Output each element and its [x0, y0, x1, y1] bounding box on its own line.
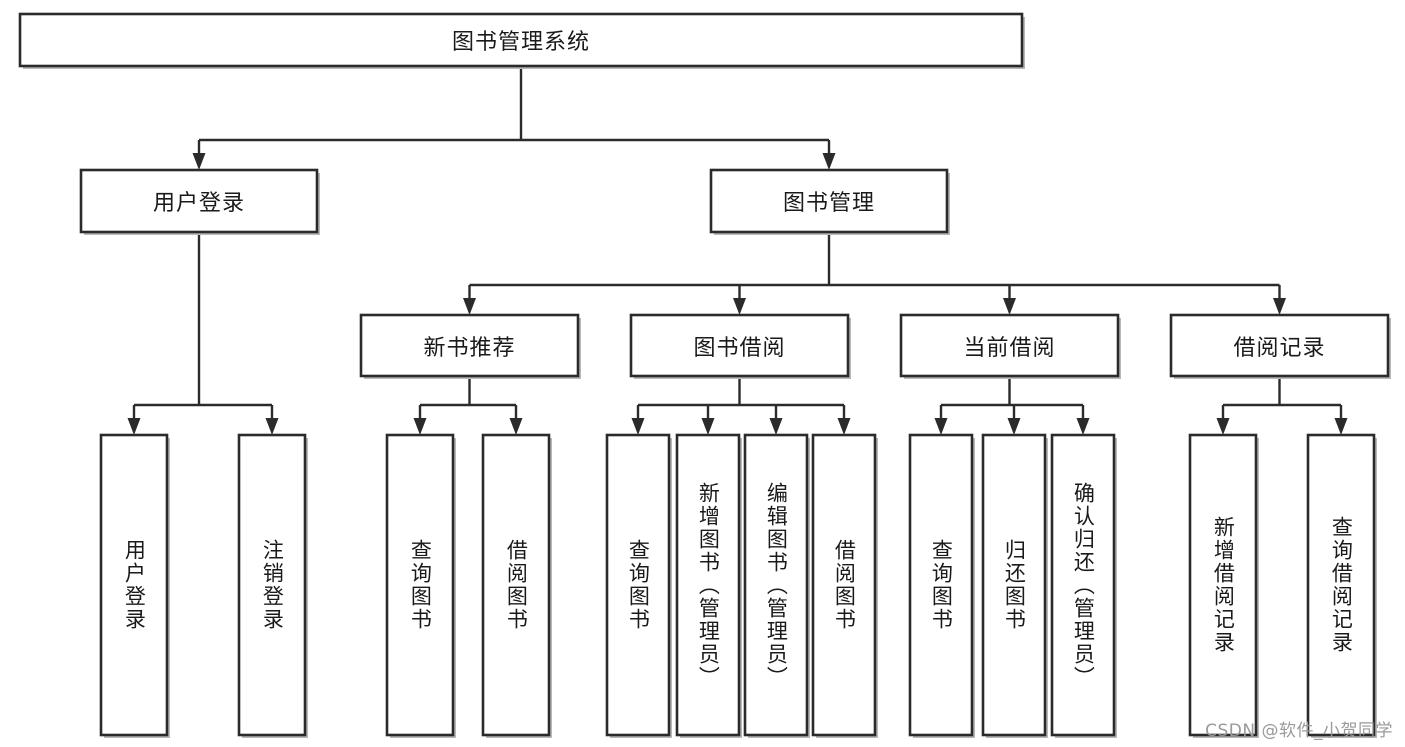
node-borrow-record[interactable] [1169, 313, 1391, 379]
node-box[interactable] [1188, 433, 1258, 737]
node-box[interactable] [1169, 313, 1390, 378]
node-leaf-borrow-book-rec[interactable] [481, 433, 552, 738]
node-box[interactable] [237, 433, 307, 737]
node-box[interactable] [481, 433, 551, 737]
node-box[interactable] [899, 313, 1120, 378]
connector-group-borrow-record [1216, 376, 1348, 435]
arrow-head-icon [1273, 298, 1286, 315]
node-leaf-query-book-rec[interactable] [385, 433, 456, 738]
node-box[interactable] [359, 313, 580, 378]
node-root[interactable] [18, 12, 1025, 69]
node-new-book-rec[interactable] [359, 313, 581, 379]
arrow-head-icon [822, 153, 836, 170]
node-box[interactable] [1050, 433, 1116, 737]
arrow-head-icon [127, 418, 141, 435]
arrow-head-icon [631, 418, 645, 435]
node-box[interactable] [99, 433, 169, 737]
node-leaf-user-login[interactable] [99, 433, 170, 738]
node-leaf-query-book-borrow[interactable] [605, 433, 672, 738]
connector-group-book-borrow [631, 376, 851, 435]
connectors-layer [127, 66, 1348, 435]
node-box[interactable] [743, 433, 809, 737]
node-box[interactable] [79, 168, 319, 234]
arrow-head-icon [934, 418, 948, 435]
node-user-login[interactable] [79, 168, 320, 235]
arrow-head-icon [192, 153, 206, 170]
node-leaf-user-logout[interactable] [237, 433, 308, 738]
arrow-head-icon [1334, 418, 1348, 435]
node-book-borrow[interactable] [629, 313, 851, 379]
node-box[interactable] [675, 433, 741, 737]
nodes-layer [18, 12, 1391, 738]
connector-group-root [192, 66, 836, 170]
node-box[interactable] [1306, 433, 1376, 737]
node-leaf-borrow-book[interactable] [811, 433, 878, 738]
node-box[interactable] [981, 433, 1047, 737]
arrow-head-icon [509, 418, 523, 435]
node-box[interactable] [629, 313, 850, 378]
node-box[interactable] [605, 433, 671, 737]
connector-group-user-login [127, 232, 279, 435]
node-leaf-return-book[interactable] [981, 433, 1048, 738]
node-leaf-add-record[interactable] [1188, 433, 1259, 738]
arrow-head-icon [1007, 418, 1021, 435]
arrow-head-icon [701, 418, 715, 435]
node-leaf-add-book[interactable] [675, 433, 742, 738]
node-box[interactable] [811, 433, 877, 737]
connector-group-current-borrow [934, 376, 1090, 435]
node-box[interactable] [908, 433, 974, 737]
arrow-head-icon [733, 298, 746, 315]
arrow-head-icon [1216, 418, 1230, 435]
arrow-head-icon [463, 298, 476, 315]
arrow-head-icon [769, 418, 783, 435]
node-leaf-query-record[interactable] [1306, 433, 1377, 738]
node-current-borrow[interactable] [899, 313, 1121, 379]
node-box[interactable] [385, 433, 455, 737]
node-leaf-query-book-current[interactable] [908, 433, 975, 738]
node-box[interactable] [18, 12, 1024, 68]
arrow-head-icon [837, 418, 851, 435]
node-leaf-edit-book[interactable] [743, 433, 810, 738]
node-box[interactable] [709, 168, 949, 234]
arrow-head-icon [413, 418, 427, 435]
connector-group-book-manage [463, 232, 1286, 315]
watermark-text: CSDN @软件_小贺同学 [1205, 721, 1393, 741]
node-leaf-confirm-return[interactable] [1050, 433, 1117, 738]
arrow-head-icon [1003, 298, 1016, 315]
arrow-head-icon [265, 418, 279, 435]
arrow-head-icon [1076, 418, 1090, 435]
node-book-manage[interactable] [709, 168, 950, 235]
connector-group-new-book-rec [413, 376, 523, 435]
